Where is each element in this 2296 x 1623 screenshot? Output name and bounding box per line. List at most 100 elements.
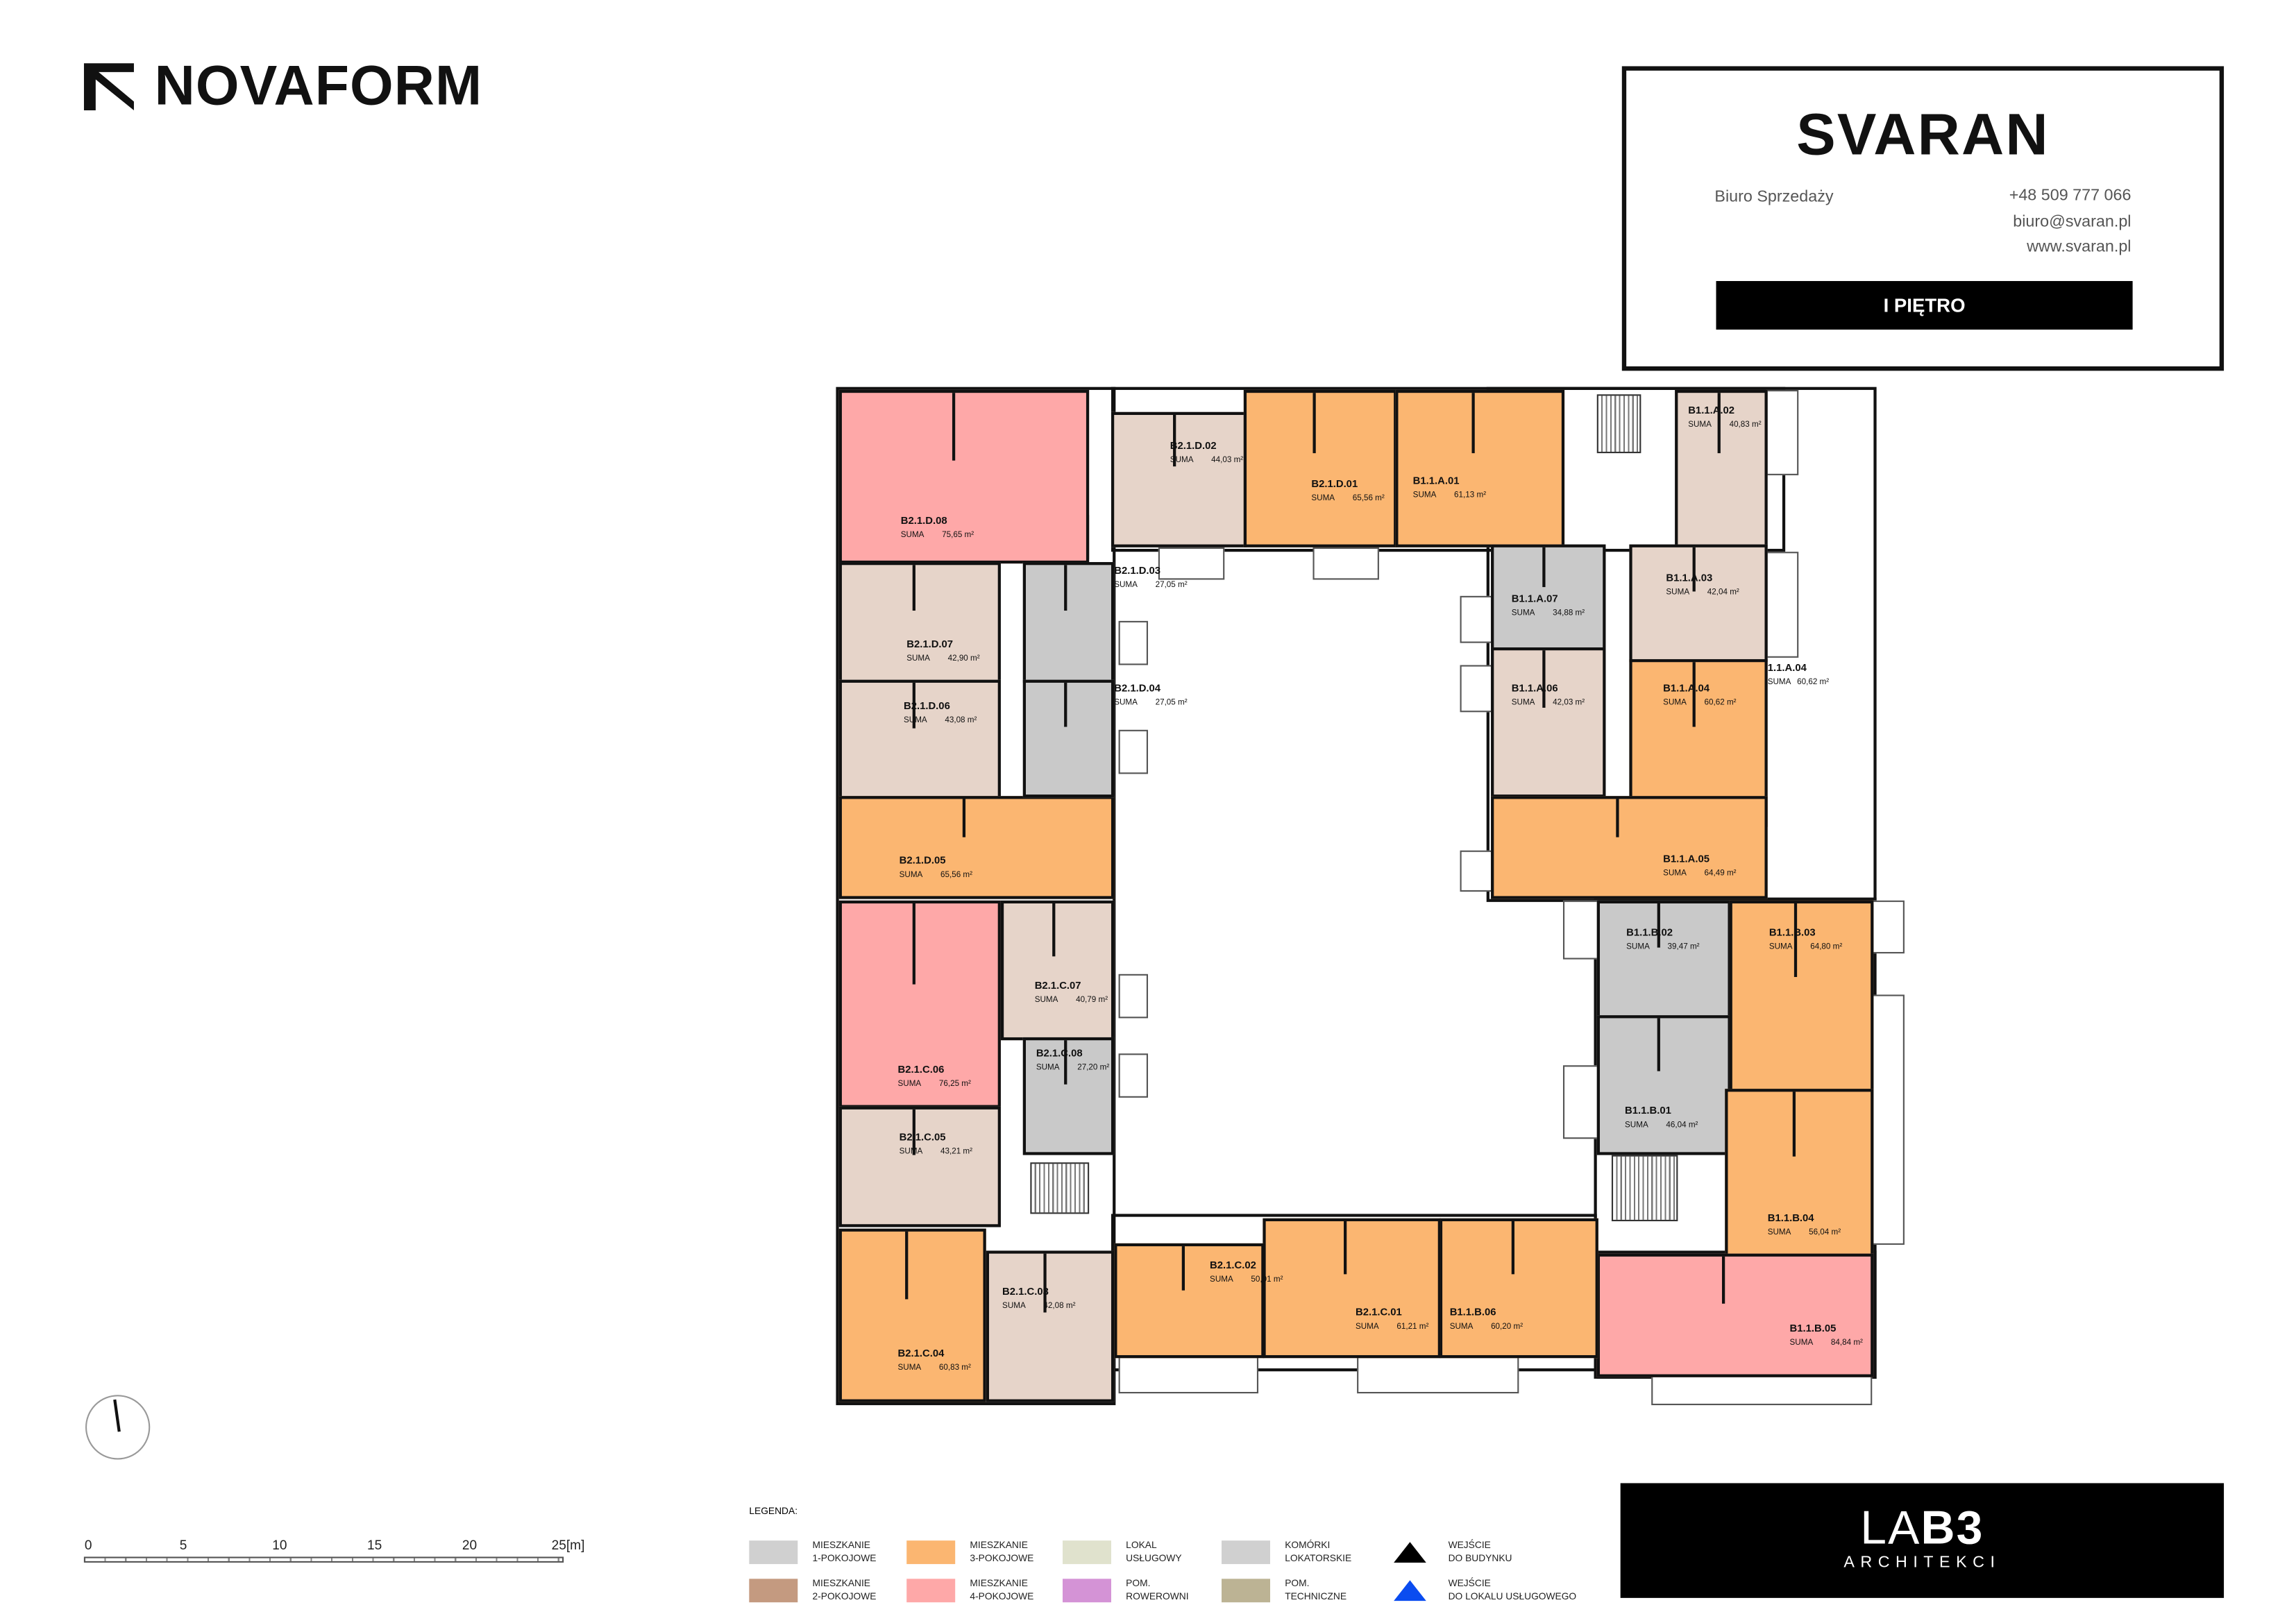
interior-wall xyxy=(1691,662,1695,727)
balcony xyxy=(1312,547,1379,580)
website[interactable]: www.svaran.pl xyxy=(2027,238,2132,256)
unit-id: B2.1.C.02 xyxy=(1210,1261,1256,1272)
sum-label: SUMA xyxy=(903,716,927,726)
apartment-unit[interactable] xyxy=(1596,1015,1731,1155)
unit-area: 44,03 m² xyxy=(1211,456,1244,466)
legend-label-line2: DO LOKALU USŁUGOWEGO xyxy=(1448,1592,1577,1603)
legend-swatch xyxy=(749,1540,798,1565)
interior-wall xyxy=(952,393,955,460)
balcony xyxy=(1872,994,1905,1245)
sum-label: SUMA xyxy=(897,1080,922,1089)
apartment-unit[interactable] xyxy=(1596,1253,1874,1377)
unit-area: 43,08 m² xyxy=(945,716,977,726)
legend-label-line1: MIESZKANIE xyxy=(812,1540,871,1552)
contact-info: +48 509 777 066 biuro@svaran.pl www.svar… xyxy=(2009,184,2132,261)
unit-area: 56,04 m² xyxy=(1809,1228,1841,1238)
apartment-unit[interactable] xyxy=(1629,544,1768,663)
sum-label: SUMA xyxy=(899,871,923,881)
unit-area: 61,21 m² xyxy=(1396,1323,1429,1332)
apartment-unit[interactable] xyxy=(986,1250,1115,1402)
balcony xyxy=(1158,547,1225,580)
apartment-unit[interactable] xyxy=(1243,389,1397,547)
apartment-unit[interactable] xyxy=(838,796,1115,899)
unit-area: 65,56 m² xyxy=(1352,494,1385,504)
balcony xyxy=(1460,595,1493,643)
lab3-architects-logo: LAB3 ARCHITEKCI xyxy=(1620,1483,2225,1598)
apartment-unit[interactable] xyxy=(838,562,1001,683)
interior-wall xyxy=(1471,393,1475,454)
unit-id: B2.1.D.03 xyxy=(1114,566,1161,577)
interior-wall xyxy=(1657,903,1661,949)
unit-id: B1.1.A.02 xyxy=(1688,406,1735,417)
interior-wall xyxy=(1052,903,1056,958)
apartment-unit[interactable] xyxy=(1022,562,1115,683)
lab3-logo-light: LA xyxy=(1860,1500,1921,1554)
sum-label: SUMA xyxy=(1767,1228,1791,1238)
apartment-unit[interactable] xyxy=(838,679,1001,799)
unit-id: B1.1.B.01 xyxy=(1625,1106,1671,1117)
interior-wall xyxy=(912,565,915,611)
staircase xyxy=(1596,394,1641,454)
north-compass-icon xyxy=(85,1395,151,1460)
apartment-unit[interactable] xyxy=(1263,1218,1441,1359)
apartment-unit[interactable] xyxy=(1111,411,1247,547)
sum-label: SUMA xyxy=(1767,678,1791,688)
apartment-unit[interactable] xyxy=(1000,900,1115,1041)
unit-id: B1.1.A.05 xyxy=(1663,855,1710,865)
lab3-subtitle: ARCHITEKCI xyxy=(1843,1554,2001,1572)
scale-tick-label: 0 xyxy=(84,1537,92,1553)
legend-label-line2: USŁUGOWY xyxy=(1126,1554,1182,1565)
interior-wall xyxy=(1794,903,1798,978)
apartment-unit[interactable] xyxy=(1395,389,1565,547)
apartment-unit[interactable] xyxy=(1675,389,1768,547)
apartment-unit[interactable] xyxy=(838,1106,1001,1227)
legend-swatch xyxy=(1063,1540,1111,1565)
apartment-unit[interactable] xyxy=(1596,900,1731,1019)
unit-area: 42,03 m² xyxy=(1553,699,1585,708)
email[interactable]: biuro@svaran.pl xyxy=(2013,212,2132,230)
interior-wall xyxy=(1792,1091,1796,1157)
sum-label: SUMA xyxy=(1666,588,1690,597)
apartment-unit[interactable] xyxy=(838,1228,986,1402)
balcony xyxy=(1562,1065,1598,1139)
unit-id: B2.1.D.07 xyxy=(906,640,954,651)
unit-area: 60,62 m² xyxy=(1797,678,1830,688)
scale-tick-label: 15 xyxy=(367,1537,382,1553)
interior-wall xyxy=(1312,393,1316,454)
scale-tick-label: 20 xyxy=(462,1537,478,1553)
apartment-unit[interactable] xyxy=(838,900,1001,1108)
legend-label-line1: KOMÓRKI xyxy=(1285,1540,1331,1552)
apartment-unit[interactable] xyxy=(1022,1037,1115,1155)
unit-area: 42,08 m² xyxy=(1043,1302,1076,1311)
apartment-unit[interactable] xyxy=(1491,796,1768,899)
legend-label-line2: 4-POKOJOWE xyxy=(970,1592,1034,1603)
novaform-chevron-icon xyxy=(83,63,134,111)
legend-label-line2: LOKATORSKIE xyxy=(1285,1554,1352,1565)
balcony xyxy=(1872,900,1905,954)
legend-title: LEGENDA: xyxy=(749,1506,798,1518)
apartment-unit[interactable] xyxy=(1439,1218,1598,1359)
unit-area: 60,20 m² xyxy=(1491,1323,1523,1332)
unit-id: B1.1.B.06 xyxy=(1449,1308,1496,1318)
phone[interactable]: +48 509 777 066 xyxy=(2009,187,2132,205)
unit-area: 76,25 m² xyxy=(938,1080,971,1089)
unit-area: 75,65 m² xyxy=(942,531,974,541)
apartment-unit[interactable] xyxy=(1114,1243,1265,1359)
unit-area: 39,47 m² xyxy=(1667,943,1700,952)
unit-id: B2.1.D.04 xyxy=(1114,684,1161,695)
apartment-unit[interactable] xyxy=(1729,900,1874,1092)
apartment-unit[interactable] xyxy=(838,389,1090,564)
unit-area: 65,56 m² xyxy=(940,871,973,881)
apartment-unit[interactable] xyxy=(1022,679,1115,798)
apartment-unit[interactable] xyxy=(1491,647,1606,798)
